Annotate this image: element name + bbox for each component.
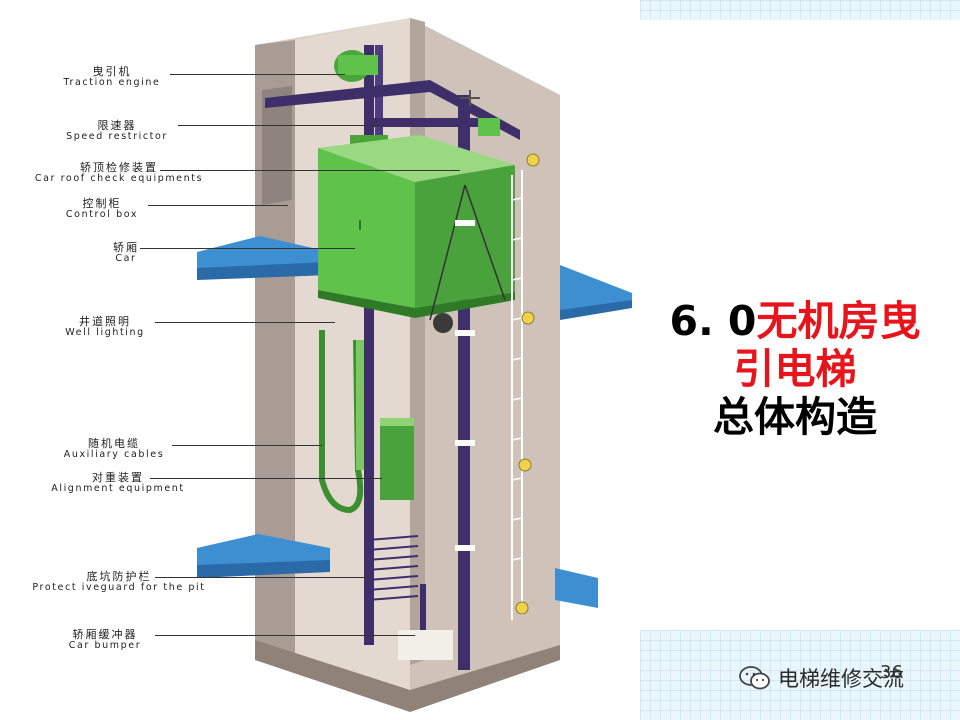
grid-decoration-top [640,0,960,20]
leader-pit [155,577,370,578]
leader-align [150,478,382,479]
car-bumper [420,584,426,634]
car-pulley [433,313,453,333]
title-line-2: 引电梯 [733,344,857,393]
car-side [415,165,515,308]
leader-speed [178,125,380,126]
car-top [318,135,515,182]
leader-traction [170,74,345,75]
landing-lower-right [555,568,598,608]
car-front [318,148,415,308]
leader-carroof [160,170,460,171]
slide-title: 6. 0无机房曳 引电梯 总体构造 [640,297,950,442]
leader-bumper [155,635,415,636]
wechat-icon [739,666,770,690]
watermark-text: 电梯维修交流 [778,667,904,691]
counterweight [380,420,414,500]
grid-decoration-bottom [640,630,960,720]
top-beam [265,80,520,140]
leader-control [148,205,288,206]
title-line-3: 总体构造 [713,392,877,441]
page-number: 36 [880,662,903,683]
well-lighting [515,153,540,615]
shaft-bottom [255,640,560,712]
auxiliary-cables [319,330,364,514]
leader-car [140,248,355,249]
watermark: 电梯维修交流 [738,663,904,693]
leader-well [155,322,335,323]
title-line-1: 6. 0无机房曳 [669,297,921,345]
guide-rail-left [364,45,374,645]
top-fan [460,90,480,106]
leader-aux [172,445,322,446]
pit-guard [367,535,419,601]
